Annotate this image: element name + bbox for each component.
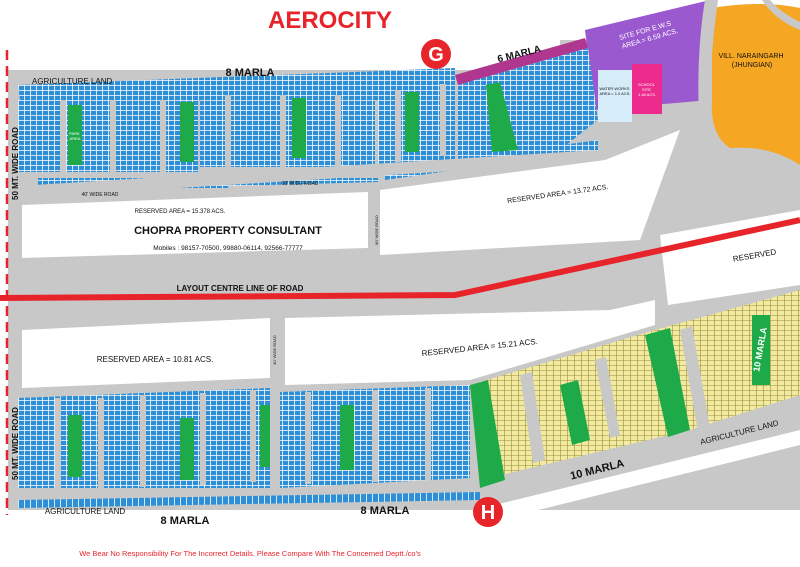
school-line-2: SITE	[642, 87, 651, 92]
reserved-area-5	[660, 210, 800, 305]
road-vertical	[250, 390, 256, 482]
road-vertical	[140, 395, 146, 487]
plots-top-left	[18, 68, 455, 100]
village-road-right	[762, 0, 800, 30]
road-vertical	[305, 392, 311, 484]
road-40-short-label: 40' WIDE ROAD	[272, 335, 277, 365]
park-area	[486, 82, 518, 152]
school-site-area	[632, 64, 662, 114]
road-vertical	[372, 390, 378, 482]
park-area	[560, 380, 590, 445]
consultant-mobiles: Mobiles : 98157-70500, 99880-06114, 9256…	[153, 245, 303, 252]
park-area	[292, 98, 306, 158]
map-title: AEROCITY	[268, 7, 392, 34]
park-area	[752, 315, 770, 385]
plots-agri-strip	[18, 492, 480, 508]
village-road	[660, 0, 718, 215]
park-area	[180, 102, 194, 162]
centre-line-label: LAYOUT CENTRE LINE OF ROAD	[177, 284, 304, 293]
plots-10-marla	[470, 290, 800, 480]
reserved-area-2	[380, 130, 680, 255]
marla-8-bottom-left-label: 8 MARLA	[161, 515, 210, 527]
water-works-line-1: WATER WORKS	[599, 86, 630, 91]
park-area	[180, 418, 194, 480]
water-works-area	[598, 70, 632, 122]
block-h-label: H	[481, 502, 495, 524]
school-label: SCHOOL SITE 1.48 ACS.	[638, 82, 656, 97]
water-works-line-2: AREA = 1.0 ACS.	[599, 91, 630, 96]
park-area	[645, 328, 690, 437]
village-line-1: VILL. NARAINGARH	[719, 53, 784, 60]
road-vertical	[225, 95, 231, 167]
reserved-area-1-label: RESERVED AREA = 15.378 ACS.	[135, 209, 226, 215]
bottom-margin	[0, 515, 800, 567]
school-line-1: SCHOOL	[638, 82, 656, 87]
marla-6-strip	[455, 38, 588, 85]
road-diagonal	[595, 357, 620, 438]
road-diagonal	[520, 372, 545, 463]
park-area	[68, 105, 82, 165]
village-area	[711, 4, 800, 165]
block-g-label: G	[428, 44, 444, 66]
road-vertical	[160, 100, 166, 172]
road-diagonal	[680, 326, 710, 432]
water-works-label: WATER WORKS AREA = 1.0 ACS.	[599, 86, 630, 96]
road-80-label: 80' WIDE ROAD	[374, 215, 379, 245]
agriculture-land-label: AGRICULTURE LAND	[32, 77, 113, 86]
park-area	[260, 405, 270, 467]
village-line-2: (JHUNGIAN)	[732, 62, 772, 69]
road-vertical	[425, 388, 431, 480]
road-50-bottom-label: 50 MT. WIDE ROAD	[11, 407, 20, 480]
park-area	[340, 405, 354, 470]
reserved-area-3	[22, 318, 270, 388]
park-area	[470, 380, 505, 488]
road-vertical	[110, 100, 116, 172]
road-vertical	[440, 84, 446, 156]
block-h-marker	[473, 497, 503, 527]
road-vertical	[395, 90, 401, 162]
disclaimer: We Bear No Responsibility For The Incorr…	[79, 549, 421, 558]
block-g-marker	[421, 39, 451, 69]
marla-8-top-label: 8 MARLA	[226, 67, 275, 79]
park-label: PARK AREA	[69, 131, 81, 141]
park-area	[405, 92, 419, 152]
school-line-3: 1.48 ACS.	[638, 92, 656, 97]
reserved-area-3-label: RESERVED AREA = 10.81 ACS.	[97, 355, 214, 364]
park-line-2: AREA	[70, 136, 81, 141]
road-vertical	[55, 398, 61, 490]
plots-row-1	[18, 100, 198, 172]
agriculture-land-bottom-right	[495, 430, 800, 520]
consultant-name: CHOPRA PROPERTY CONSULTANT	[134, 225, 322, 237]
road-vertical	[98, 398, 104, 490]
road-horizontal	[18, 488, 478, 496]
road-vertical	[200, 393, 206, 485]
road-vertical	[335, 95, 341, 167]
reserved-area-1	[22, 192, 368, 258]
agriculture-land-bottom-left-label: AGRICULTURE LAND	[45, 507, 126, 516]
marla-8-bottom-mid-label: 8 MARLA	[361, 505, 410, 517]
road-50-top-label: 50 MT. WIDE ROAD	[11, 127, 20, 200]
road-vertical	[280, 95, 286, 167]
park-area	[68, 415, 82, 477]
park-line-1: PARK	[69, 131, 80, 136]
road-60ft-top	[18, 150, 598, 198]
centre-line-road	[0, 217, 800, 301]
road-40-label: 40' WIDE ROAD	[82, 192, 119, 198]
road-60-label: 60' WIDE ROAD	[282, 181, 319, 187]
reserved-area-4	[285, 300, 655, 385]
village-label: VILL. NARAINGARH (JHUNGIAN)	[719, 53, 786, 69]
road-vertical	[60, 100, 66, 172]
